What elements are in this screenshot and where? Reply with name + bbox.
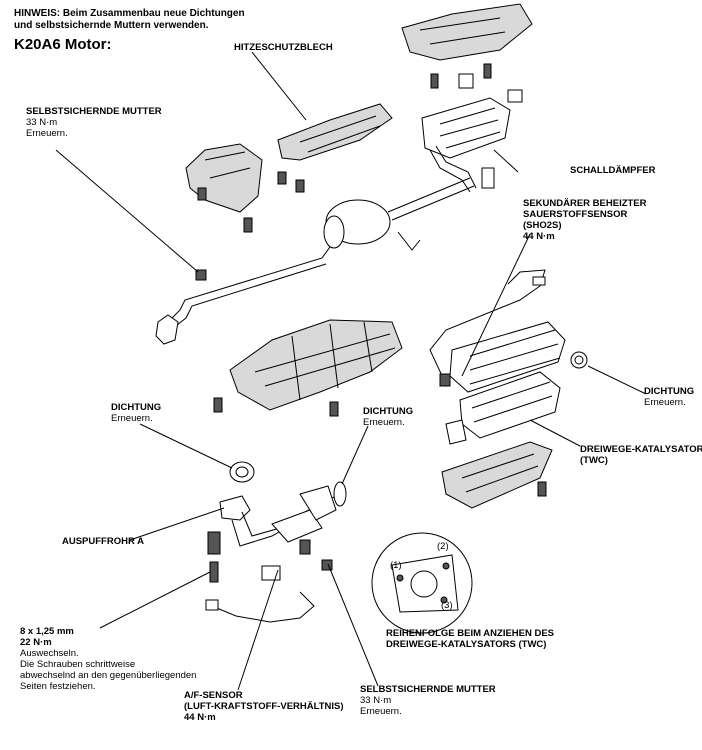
af-sensor	[205, 565, 315, 623]
af-torque: 44 N·m	[184, 712, 216, 723]
top-bolts	[430, 63, 523, 103]
assembly-note-line1: HINWEIS: Beim Zusammenbau neue Dichtunge…	[14, 8, 245, 19]
af-line2: (LUFT-KRAFTSTOFF-VERHÄLTNIS)	[184, 701, 344, 712]
gasket-mid	[333, 481, 347, 507]
lower-heat-shield	[213, 319, 403, 417]
twc-heat-shield	[441, 441, 553, 509]
bolts-springs	[207, 531, 333, 583]
sensor2-line1: SEKUNDÄRER BEHEIZTER	[523, 198, 647, 209]
upper-heat-shield-left	[185, 143, 263, 233]
gasket-left-action: Erneuern.	[111, 413, 153, 424]
sensor2-torque: 44 N·m	[523, 231, 555, 242]
nut-top-torque: 33 N·m	[26, 117, 58, 128]
gasket-right-title: DICHTUNG	[644, 386, 695, 397]
leader-lines	[55, 51, 647, 691]
catalytic-converter-upper	[449, 321, 566, 393]
bolt-note1: Die Schrauben schrittweise	[20, 659, 136, 670]
secondary-o2-sensor	[429, 269, 546, 387]
sequence-line2: DREIWEGE-KATALYSATORS (TWC)	[386, 639, 547, 650]
nut-bottom-torque: 33 N·m	[360, 695, 392, 706]
label-bolt: 8 x 1,25 mm 22 N·m Auswechseln. Die Schr…	[20, 626, 196, 692]
self-locking-nut-top	[195, 269, 207, 281]
label-exhaust-pipe-a: AUSPUFFROHR A	[62, 536, 144, 547]
bolt-action: Auswechseln.	[20, 648, 79, 659]
label-muffler: SCHALLDÄMPFER	[570, 165, 656, 176]
nut-bottom-action: Erneuern.	[360, 706, 402, 717]
sequence-number-1: (1)	[390, 560, 402, 571]
label-tightening-sequence: REIHENFOLGE BEIM ANZIEHEN DES DREIWEGE-K…	[386, 628, 554, 650]
nut-top-title: SELBSTSICHERNDE MUTTER	[26, 106, 162, 117]
gasket-mid-title: DICHTUNG	[363, 406, 414, 417]
gasket-right-action: Erneuern.	[644, 397, 686, 408]
catalytic-converter-lower	[445, 371, 561, 445]
assembly-note-line2: und selbstsichernde Muttern verwenden.	[14, 20, 209, 31]
label-heat-shield: HITZESCHUTZBLECH	[234, 42, 333, 53]
label-self-locking-nut-top: SELBSTSICHERNDE MUTTER 33 N·m Erneuern.	[26, 106, 162, 139]
gasket-left-title: DICHTUNG	[111, 402, 162, 413]
sensor2-line3: (SHO2S)	[523, 220, 562, 231]
nut-bottom-title: SELBSTSICHERNDE MUTTER	[360, 684, 496, 695]
af-line1: A/F-SENSOR	[184, 690, 243, 701]
label-twc: DREIWEGE-KATALYSATOR (TWC)	[580, 444, 702, 466]
label-gasket-mid: DICHTUNG Erneuern.	[363, 406, 413, 428]
exhaust-pipe-a	[219, 485, 341, 547]
label-secondary-o2-sensor: SEKUNDÄRER BEHEIZTER SAUERSTOFFSENSOR (S…	[523, 198, 647, 242]
nut-top-action: Erneuern.	[26, 128, 68, 139]
sensor2-line2: SAUERSTOFFSENSOR	[523, 209, 628, 220]
bolt-note3: Seiten festziehen.	[20, 681, 96, 692]
upper-heat-shield-right	[277, 103, 393, 193]
sequence-number-3: (3)	[441, 600, 453, 611]
muffler	[421, 97, 511, 193]
bolt-torque: 22 N·m	[20, 637, 52, 648]
bolt-note2: abwechselnd an den gegenüberliegenden	[20, 670, 197, 681]
label-gasket-left: DICHTUNG Erneuern.	[111, 402, 161, 424]
gasket-mid-action: Erneuern.	[363, 417, 405, 428]
rear-heat-shield	[401, 3, 533, 61]
twc-line1: DREIWEGE-KATALYSATOR	[580, 444, 702, 455]
assembly-note: HINWEIS: Beim Zusammenbau neue Dichtunge…	[14, 8, 245, 32]
sequence-line1: REIHENFOLGE BEIM ANZIEHEN DES	[386, 628, 555, 639]
engine-title: K20A6 Motor:	[14, 36, 112, 53]
sequence-number-2: (2)	[437, 541, 449, 552]
twc-line2: (TWC)	[580, 455, 608, 466]
label-af-sensor: A/F-SENSOR (LUFT-KRAFTSTOFF-VERHÄLTNIS) …	[184, 690, 344, 723]
bolt-size: 8 x 1,25 mm	[20, 626, 74, 637]
middle-pipe	[155, 177, 475, 345]
tightening-sequence-inset	[371, 532, 473, 634]
label-self-locking-nut-bottom: SELBSTSICHERNDE MUTTER 33 N·m Erneuern.	[360, 684, 496, 717]
label-gasket-right: DICHTUNG Erneuern.	[644, 386, 694, 408]
